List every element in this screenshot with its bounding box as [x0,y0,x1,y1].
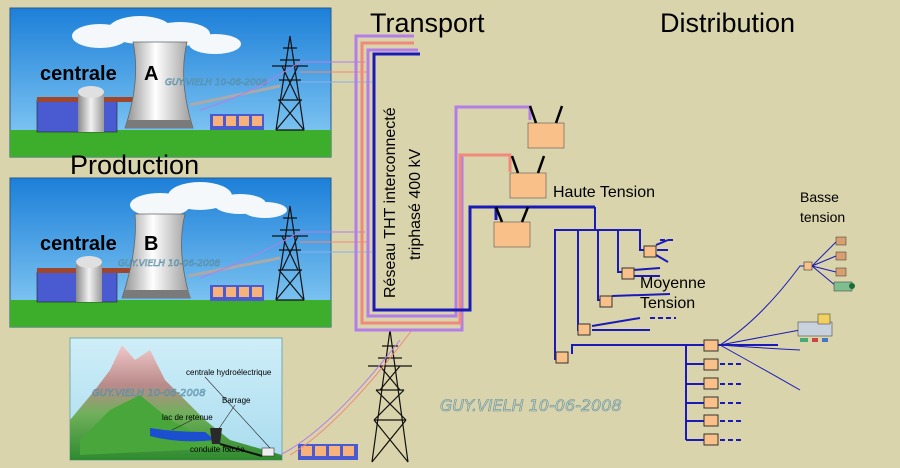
moyenne-tension-label-1: Moyenne [640,275,706,292]
svg-text:centrale: centrale [40,63,117,85]
plant-b-panel: centrale B GUY.VIELH 10-06-2008 [9,177,332,328]
production-heading: Production [70,150,199,180]
feeder-lines [199,61,413,456]
cloud-icon [130,182,287,218]
svg-text:triphasé 400 kV: triphasé 400 kV [407,148,424,260]
reactor-icon [76,262,102,302]
plant-a-label: centrale A [40,63,158,85]
distribution-heading: Distribution [660,8,795,38]
svg-text:B: B [144,233,158,255]
pylon-icon [272,205,308,301]
reactor-icon [78,92,104,132]
transformer-row-icon [210,114,264,130]
transformer-row-icon [210,285,264,301]
lac-label: lac de retenue [162,413,213,422]
svg-text:A: A [144,63,158,85]
house-icons [833,236,855,292]
barrage-label: Barrage [222,396,251,405]
signature-watermark: GUY.VIELH 10-06-2008 [165,78,267,88]
signature-watermark: GUY.VIELH 10-06-2008 [118,259,220,269]
svg-text:Réseau THT interconnecté: Réseau THT interconnecté [382,107,399,298]
reservoir-icon [150,428,215,442]
signature-watermark-main: GUY.VIELH 10-06-2008 [440,396,622,415]
turbine-hall-icon [36,99,118,133]
hydro-station-icon [261,447,275,457]
ht-transformer-1 [527,105,565,149]
basse-tension-label-1: Basse [800,189,839,205]
transport-heading: Transport [370,8,485,38]
dam-icon [210,428,222,444]
cloud-icon [72,16,241,54]
svg-text:centrale: centrale [40,233,117,255]
pylon-icon [272,35,308,131]
ht-transformer-2 [509,155,547,199]
hydro-station-label: centrale hydroélectrique [186,368,272,377]
plant-a-panel: centrale A GUY.VIELH 10-06-2008 [9,7,332,158]
network-label: Réseau THT interconnecté triphasé 400 kV [382,107,424,298]
moyenne-tension-label-2: Tension [640,295,695,312]
haute-tension-label: Haute Tension [553,184,655,201]
mt-dashes [650,239,744,441]
lt-substation-icon [803,261,813,271]
ht-transformer-3 [493,206,531,248]
transformer-row-icon [298,444,358,460]
mt-transformers [555,245,719,446]
conduite-label: conduite forcée [190,445,245,454]
signature-watermark: GUY.VIELH 10-06-2008 [92,388,206,399]
pylon-icon [368,329,412,463]
factory-icon [797,313,833,342]
plant-b-label: centrale B [40,233,158,255]
basse-tension-label-2: tension [800,209,845,225]
lt-network [719,241,837,391]
hydro-panel: centrale hydroélectrique Barrage lac de … [69,337,283,461]
